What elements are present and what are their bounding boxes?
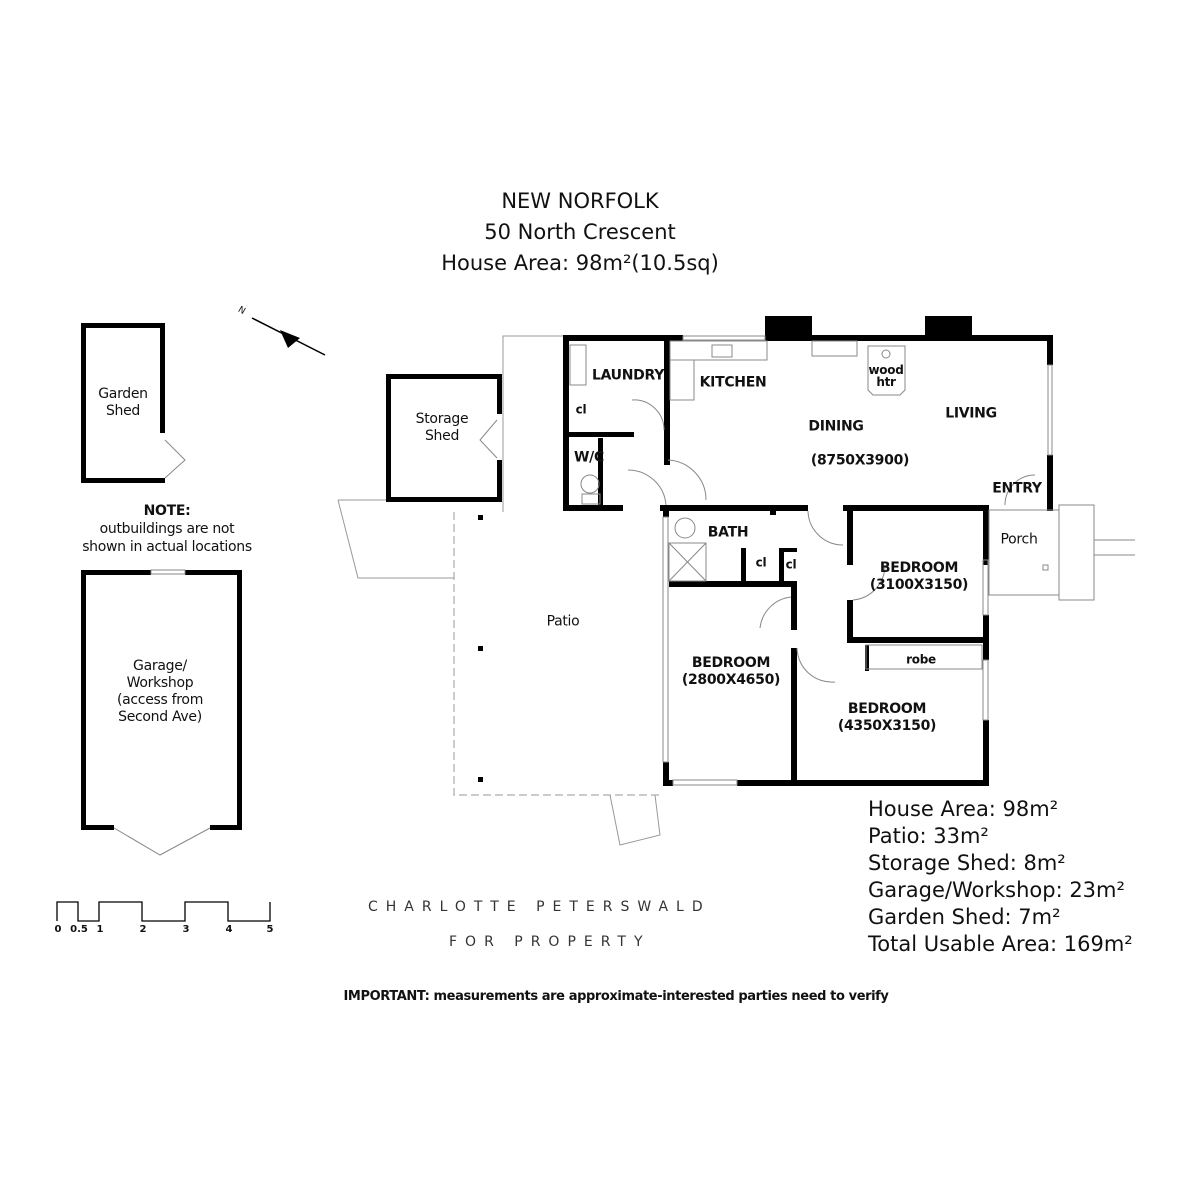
scale-label: 4 <box>225 924 233 935</box>
scale-label: 0.5 <box>70 924 88 935</box>
suburb-title: NEW NORFOLK <box>501 189 659 213</box>
storage-shed-plan <box>386 374 502 502</box>
address: 50 North Crescent <box>484 220 676 244</box>
room-bedroom-3: BEDROOM(4350X3150) <box>837 701 937 734</box>
page-title: NEW NORFOLK 50 North Crescent House Area… <box>0 186 1160 279</box>
patio-posts <box>478 515 483 782</box>
closet-hall: cl <box>785 557 797 572</box>
room-entry: ENTRY <box>992 480 1042 497</box>
house-area-title: House Area: 98m²(10.5sq) <box>441 251 719 275</box>
dining-dimensions: (8750X3900) <box>810 452 910 469</box>
fixtures <box>569 335 1135 786</box>
house-walls <box>563 316 1053 786</box>
brand-line-2: FOR PROPERTY <box>449 934 651 950</box>
room-living: LIVING <box>945 405 997 422</box>
garden-shed-plan <box>81 323 186 483</box>
room-bedroom-1: BEDROOM(3100X3150) <box>869 560 969 593</box>
closet-laundry: cl <box>575 402 587 417</box>
scale-bar <box>56 901 271 922</box>
garage-plan <box>81 569 242 856</box>
room-kitchen: KITCHEN <box>699 374 767 391</box>
scale-label: 3 <box>182 924 190 935</box>
room-wc: W/C <box>574 449 604 466</box>
closet-bath: cl <box>755 555 767 570</box>
robe: robe <box>906 652 936 667</box>
brand-line-1: CHARLOTTE PETERSWALD <box>368 899 711 915</box>
area-patio: Patio <box>546 613 580 630</box>
room-laundry: LAUNDRY <box>591 367 665 384</box>
room-dining: DINING <box>808 418 864 435</box>
scale-label: 2 <box>139 924 147 935</box>
room-bedroom-2: BEDROOM(2800X4650) <box>681 655 781 688</box>
north-arrow-icon <box>251 317 326 356</box>
patio-outline <box>337 335 663 846</box>
room-porch: Porch <box>1000 531 1038 548</box>
scale-label: 1 <box>96 924 104 935</box>
scale-label: 0 <box>54 924 62 935</box>
scale-label: 5 <box>266 924 274 935</box>
disclaimer: IMPORTANT: measurements are approximate-… <box>343 989 889 1004</box>
room-bath: BATH <box>707 524 749 541</box>
